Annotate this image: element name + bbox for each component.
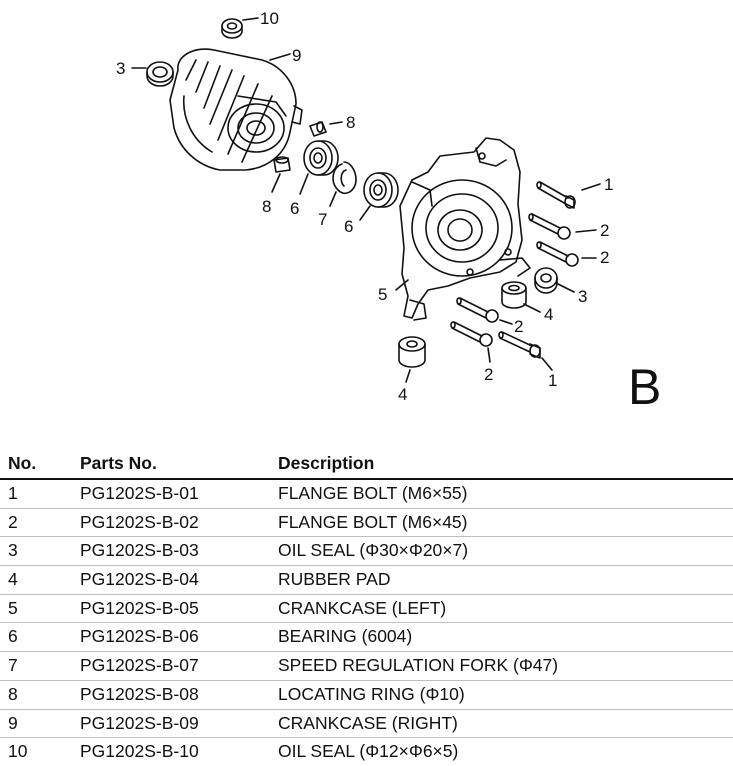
table-row: 7 PG1202S-B-07 SPEED REGULATION FORK (Φ47) — [0, 652, 733, 680]
cell-no: 6 — [8, 626, 18, 647]
cell-no: 7 — [8, 655, 18, 676]
bearing-part-right — [363, 172, 399, 208]
table-row: 3 PG1202S-B-03 OIL SEAL (Φ30×Φ20×7) — [0, 537, 733, 565]
speed-regulation-fork-part — [332, 161, 357, 195]
row-divider — [0, 507, 733, 509]
header-parts-no: Parts No. — [80, 453, 157, 473]
flange-bolt-part-lower-2a — [456, 297, 499, 323]
crankcase-right-part — [169, 48, 303, 171]
oil-seal-part-lower — [534, 267, 558, 294]
bearing-part-left — [303, 140, 339, 176]
callout-2-upper-b: 2 — [600, 248, 609, 267]
cell-parts-no: PG1202S-B-10 — [80, 741, 199, 762]
callout-6-left: 6 — [290, 199, 299, 218]
cell-description: CRANKCASE (RIGHT) — [278, 712, 458, 733]
cell-description: SPEED REGULATION FORK (Φ47) — [278, 655, 559, 676]
cell-description: FLANGE BOLT (M6×45) — [278, 511, 468, 532]
cell-description: BEARING (6004) — [278, 626, 413, 647]
table-row: 9 PG1202S-B-09 CRANKCASE (RIGHT) — [0, 710, 733, 738]
oil-seal-small-part — [221, 18, 243, 39]
cell-description: LOCATING RING (Φ10) — [278, 683, 465, 704]
callout-9: 9 — [292, 46, 301, 65]
row-divider — [0, 708, 733, 710]
cell-no: 4 — [8, 569, 18, 590]
table-row: 4 PG1202S-B-04 RUBBER PAD — [0, 566, 733, 594]
callout-4-left: 4 — [398, 385, 407, 404]
callout-8-upper: 8 — [346, 113, 355, 132]
exploded-parts-diagram: 10 9 3 8 8 6 7 6 1 2 2 3 4 5 2 2 1 4 — [116, 9, 613, 404]
table-row: 5 PG1202S-B-05 CRANKCASE (LEFT) — [0, 595, 733, 623]
table-row: 2 PG1202S-B-02 FLANGE BOLT (M6×45) — [0, 509, 733, 537]
cell-parts-no: PG1202S-B-05 — [80, 597, 199, 618]
callout-8-lower: 8 — [262, 197, 271, 216]
locating-ring-part-lower — [273, 156, 291, 173]
cell-description: CRANKCASE (LEFT) — [278, 597, 447, 618]
header-divider — [0, 478, 733, 480]
row-divider — [0, 737, 733, 739]
cell-no: 5 — [8, 597, 18, 618]
callout-4-right: 4 — [544, 305, 553, 324]
cell-parts-no: PG1202S-B-02 — [80, 511, 199, 532]
cell-parts-no: PG1202S-B-07 — [80, 655, 199, 676]
cell-parts-no: PG1202S-B-04 — [80, 569, 199, 590]
cell-description: RUBBER PAD — [278, 569, 391, 590]
cell-parts-no: PG1202S-B-08 — [80, 683, 199, 704]
flange-bolt-part-lower-2b — [450, 321, 493, 347]
cell-parts-no: PG1202S-B-06 — [80, 626, 199, 647]
table-row: 6 PG1202S-B-06 BEARING (6004) — [0, 623, 733, 651]
callout-labels: 10 9 3 8 8 6 7 6 1 2 2 3 4 5 2 2 1 4 — [116, 9, 613, 404]
section-letter: B — [628, 359, 662, 415]
header-no: No. — [8, 453, 37, 473]
callout-6-right: 6 — [344, 217, 353, 236]
table-header-row: No. Parts No. Description — [0, 446, 733, 478]
rubber-pad-part-right — [501, 281, 527, 309]
oil-seal-part-upper — [146, 61, 174, 87]
flange-bolt-part-upper-2b — [536, 241, 579, 267]
row-divider — [0, 622, 733, 624]
flange-bolt-part-upper-1 — [536, 181, 576, 209]
flange-bolt-part-lower-1 — [498, 331, 541, 359]
row-divider — [0, 679, 733, 681]
cell-parts-no: PG1202S-B-01 — [80, 483, 199, 503]
callout-2-lower-b: 2 — [484, 365, 493, 384]
header-description: Description — [278, 453, 375, 473]
cell-no: 8 — [8, 683, 18, 704]
cell-parts-no: PG1202S-B-03 — [80, 540, 199, 561]
callout-2-lower-a: 2 — [514, 317, 523, 336]
cell-no: 3 — [8, 540, 18, 561]
row-divider — [0, 536, 733, 538]
cell-description: OIL SEAL (Φ12×Φ6×5) — [278, 741, 459, 762]
locating-ring-part-upper — [309, 121, 327, 137]
cell-no: 10 — [8, 741, 28, 762]
callout-10: 10 — [260, 9, 279, 28]
table-row: 8 PG1202S-B-08 LOCATING RING (Φ10) — [0, 681, 733, 709]
callout-3-upper: 3 — [116, 59, 125, 78]
callout-1-upper: 1 — [604, 175, 613, 194]
cell-description: OIL SEAL (Φ30×Φ20×7) — [278, 540, 469, 561]
table-row: 1 PG1202S-B-01 FLANGE BOLT (M6×55) — [0, 480, 733, 508]
row-divider — [0, 651, 733, 653]
callout-5: 5 — [378, 285, 387, 304]
table-row: 10 PG1202S-B-10 OIL SEAL (Φ12×Φ6×5) — [0, 738, 733, 766]
row-divider — [0, 593, 733, 595]
callout-7: 7 — [318, 210, 327, 229]
callout-2-upper-a: 2 — [600, 221, 609, 240]
callout-3-lower: 3 — [578, 287, 587, 306]
cell-no: 9 — [8, 712, 18, 733]
cell-description: FLANGE BOLT (M6×55) — [278, 483, 468, 503]
flange-bolt-part-upper-2a — [528, 213, 571, 240]
row-divider — [0, 565, 733, 567]
cell-no: 1 — [8, 483, 18, 503]
crankcase-left-part — [399, 137, 531, 321]
rubber-pad-part-left — [398, 336, 426, 368]
callout-1-lower: 1 — [548, 371, 557, 390]
cell-parts-no: PG1202S-B-09 — [80, 712, 199, 733]
cell-no: 2 — [8, 511, 18, 532]
